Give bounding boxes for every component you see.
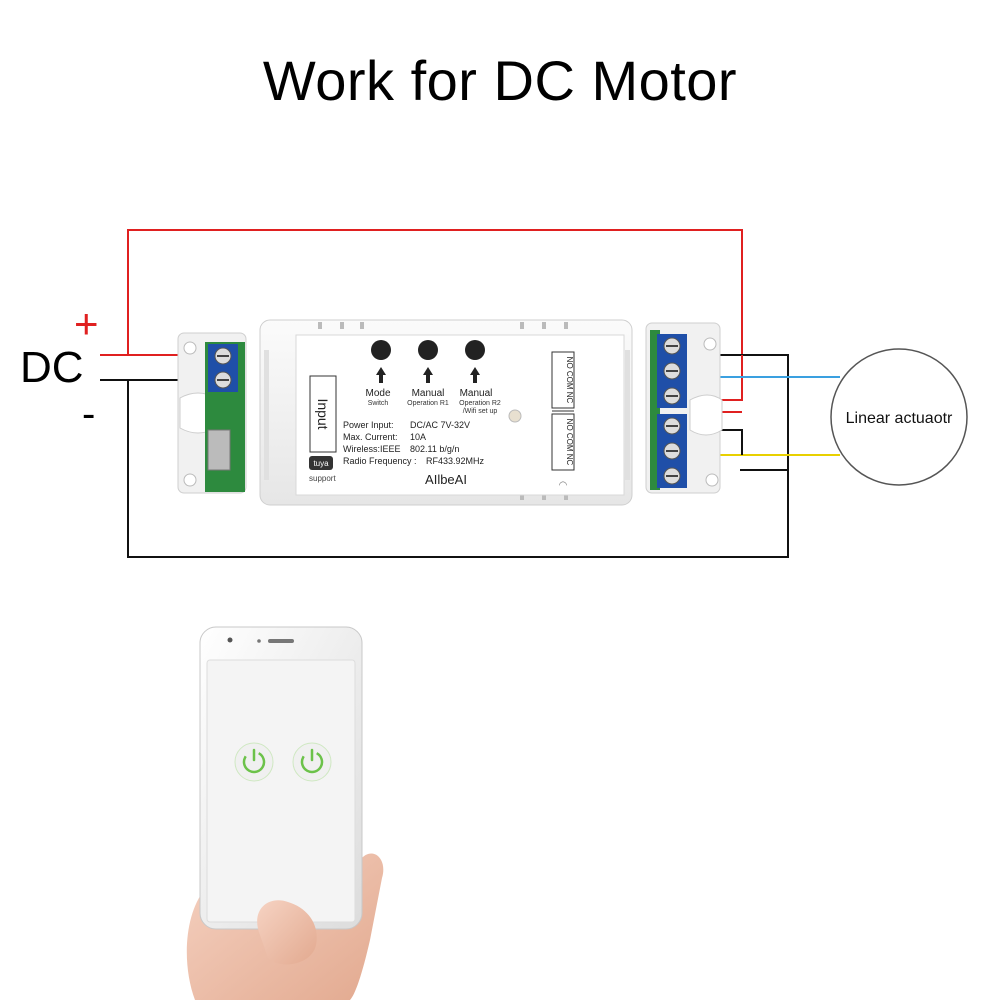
tuya-logo-text: tuya: [313, 459, 329, 468]
brand-label: AIlbeAI: [425, 472, 467, 487]
app-power-button-1[interactable]: [234, 742, 274, 782]
wifi-icon: ◠: [559, 480, 568, 491]
minus-label: -: [82, 392, 96, 436]
hand-holding-phone: [186, 626, 384, 1000]
r1-button-title: Manual: [412, 388, 445, 399]
relay-label-box-1: [551, 351, 575, 409]
relay-label-1: NO COM NC: [565, 357, 574, 404]
spec-rf-label: Radio Frequency :: [343, 456, 417, 466]
tuya-logo: [309, 456, 333, 470]
mount-hole: [183, 473, 197, 487]
relay-module: Input Mode Switch Manual Operation R1 Ma…: [177, 319, 723, 506]
r2-button-sub: Operation R2: [459, 400, 501, 407]
module-label-panel: [295, 334, 625, 496]
mount-hole: [703, 337, 717, 351]
arrow-icon: [376, 367, 480, 383]
dc-label: DC: [20, 343, 84, 392]
plus-label: +: [74, 300, 99, 347]
wires: [100, 229, 840, 558]
input-label: Input: [315, 398, 331, 429]
spec-current-label: Max. Current:: [343, 432, 398, 442]
thumb: [257, 900, 317, 965]
input-label-box: [309, 375, 337, 453]
usb-port: [207, 429, 231, 471]
r2-button-title: Manual: [460, 388, 493, 399]
manual-r2-button[interactable]: [465, 340, 485, 360]
phone-speaker: [268, 639, 294, 643]
phone-screen: [206, 659, 356, 923]
black-wire-relay-1: [718, 429, 743, 455]
linear-actuator-label: Linear actuaotr: [846, 410, 953, 427]
manual-r1-button[interactable]: [418, 340, 438, 360]
spec-wireless-label: Wireless:IEEE: [343, 444, 401, 454]
mode-switch-button[interactable]: [371, 340, 391, 360]
terminal-screws: [663, 337, 681, 485]
black-wire-bottom: [127, 354, 789, 558]
red-wire-relay: [718, 355, 743, 401]
tuya-support: support: [309, 474, 336, 483]
phone-camera: [227, 637, 233, 643]
spec-rf-value: RF433.92MHz: [426, 456, 485, 466]
spec-power-value: DC/AC 7V-32V: [410, 420, 470, 430]
mount-hole: [705, 473, 719, 487]
status-led: [508, 409, 522, 423]
spec-current-value: 10A: [410, 432, 426, 442]
app-power-button-2[interactable]: [292, 742, 332, 782]
page-title: Work for DC Motor: [262, 49, 738, 112]
mode-button-sub: Switch: [368, 400, 389, 407]
spec-power-label: Power Input:: [343, 420, 394, 430]
relay-label-box-2: [551, 413, 575, 471]
mode-button-title: Mode: [365, 388, 390, 399]
pcb-green-right: [650, 330, 660, 490]
spec-wireless-value: 802.11 b/g/n: [410, 444, 459, 454]
relay-label-2: NO COM NC: [565, 419, 574, 466]
r2-button-sub2: /Wifi set up: [463, 408, 498, 415]
r1-button-sub: Operation R1: [407, 400, 449, 407]
linear-actuator: [830, 348, 968, 486]
case-vents: [318, 322, 568, 500]
right-clip: [689, 394, 723, 436]
phone-sensor: [257, 639, 261, 643]
mount-hole: [183, 341, 197, 355]
